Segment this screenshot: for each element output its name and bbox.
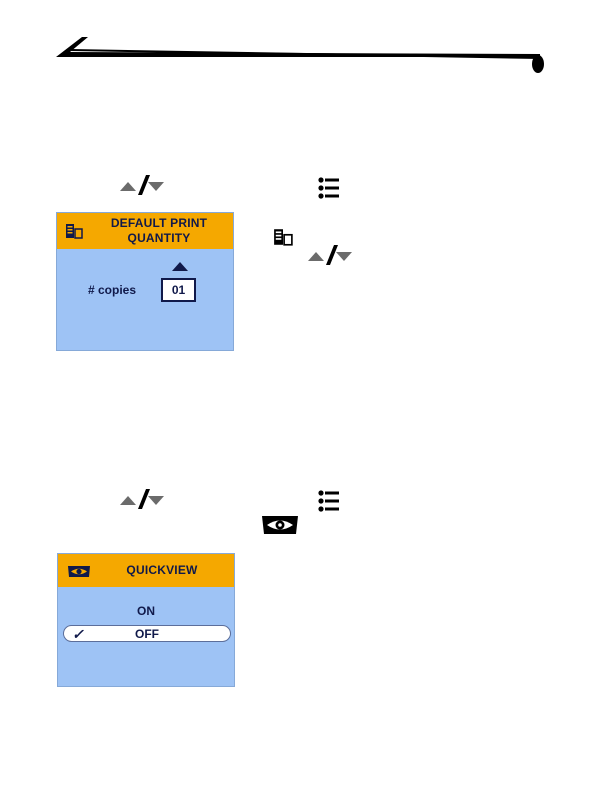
copies-value: 01 [172, 283, 185, 297]
menu-list-icon [318, 490, 340, 512]
print-quantity-title-line2: QUANTITY [89, 231, 229, 246]
print-quantity-header: DEFAULT PRINT QUANTITY [57, 213, 233, 249]
quickview-header: QUICKVIEW [58, 554, 234, 587]
quickview-screen: QUICKVIEW ON ✓ OFF [57, 553, 235, 687]
quickview-eye-icon [68, 565, 90, 578]
print-quantity-icon [273, 228, 293, 246]
quickview-option-on[interactable]: ON [58, 604, 234, 618]
checkmark-icon: ✓ [72, 626, 84, 643]
copies-value-box[interactable]: 01 [161, 278, 196, 302]
header-swoosh-icon [0, 28, 613, 78]
quickview-eye-icon [262, 514, 298, 536]
up-down-arrows-icon [306, 243, 352, 267]
up-arrow-icon [172, 262, 188, 271]
quickview-option-off[interactable]: ✓ OFF [63, 625, 231, 642]
quickview-option-off-label: OFF [135, 627, 159, 641]
menu-list-icon [318, 177, 340, 199]
print-quantity-screen: DEFAULT PRINT QUANTITY # copies 01 [56, 212, 234, 351]
print-quantity-icon [65, 223, 83, 239]
up-down-arrows-icon [118, 487, 164, 511]
print-quantity-title: DEFAULT PRINT QUANTITY [89, 216, 229, 246]
quickview-title: QUICKVIEW [94, 563, 230, 578]
copies-label: # copies [88, 283, 136, 297]
up-down-arrows-icon [118, 173, 164, 197]
print-quantity-title-line1: DEFAULT PRINT [89, 216, 229, 231]
